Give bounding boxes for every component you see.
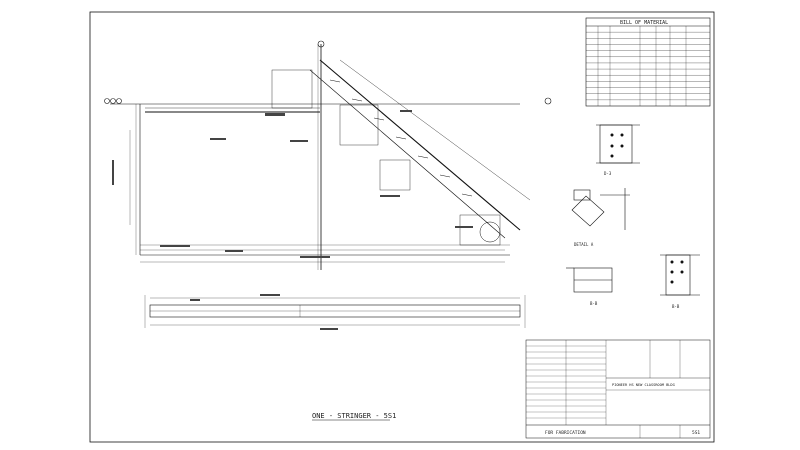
status-label: FOR FABRICATION	[545, 430, 586, 436]
plan-dims	[190, 294, 338, 330]
stringer-hatching	[329, 79, 473, 197]
detail-label-4: B-B	[672, 304, 680, 309]
detail-label-1: D-3	[604, 171, 612, 176]
detail-label-2: DETAIL A	[574, 242, 594, 247]
bill-of-material	[585, 17, 711, 107]
project-name: PIONEER HS NEW CLASSROOM BLDG	[612, 383, 675, 387]
detail-section-3	[566, 267, 613, 293]
bom-title: BILL OF MATERIAL	[620, 20, 668, 26]
sheet-border	[89, 11, 715, 443]
stringer-plan	[144, 295, 526, 328]
detail-section-4	[660, 254, 700, 296]
annotations	[112, 110, 473, 258]
detail-label-3: B-B	[590, 301, 598, 306]
drawing-title: ONE - STRINGER - 5S1	[312, 412, 396, 420]
title-block	[525, 339, 711, 439]
detail-section-1	[596, 124, 640, 164]
sheet-number: 5S1	[692, 430, 700, 436]
stringer-elevation	[104, 40, 552, 270]
detail-section-2	[571, 188, 630, 230]
